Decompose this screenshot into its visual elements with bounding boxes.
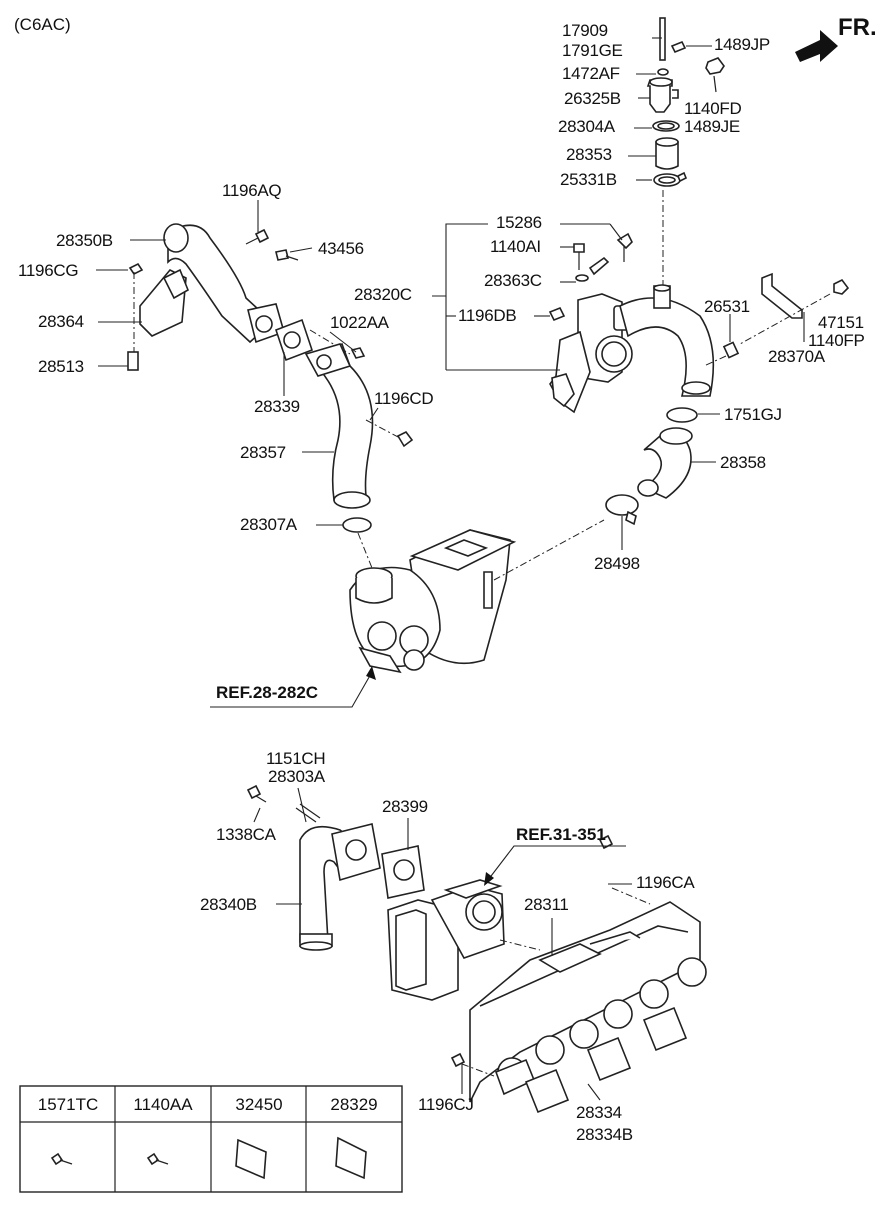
callout-28303A[interactable]: 28303A bbox=[268, 767, 325, 786]
leader-lines bbox=[96, 37, 805, 550]
table-header-1571TC[interactable]: 1571TC bbox=[37, 1095, 99, 1114]
callout-28320C[interactable]: 28320C bbox=[354, 285, 412, 304]
gasket-ring bbox=[666, 407, 698, 423]
sensor-stack-parts bbox=[646, 17, 725, 285]
callout-28363C[interactable]: 28363C bbox=[484, 271, 542, 290]
callout-28399[interactable]: 28399 bbox=[382, 797, 428, 816]
callout-1196DB[interactable]: 1196DB bbox=[458, 306, 517, 325]
turbocharger bbox=[349, 529, 517, 674]
lower-leader-lines bbox=[253, 787, 632, 1101]
front-arrow-icon bbox=[795, 30, 838, 62]
callout-1140AI[interactable]: 1140AI bbox=[490, 237, 541, 256]
callout-28353[interactable]: 28353 bbox=[566, 145, 612, 164]
callout-47151[interactable]: 47151 bbox=[818, 313, 864, 332]
callout-1489JP[interactable]: 1489JP bbox=[714, 35, 770, 54]
callout-1196CA[interactable]: 1196CA bbox=[636, 873, 695, 892]
callout-28370A[interactable]: 28370A bbox=[768, 347, 825, 366]
callout-28311[interactable]: 28311 bbox=[524, 895, 569, 914]
callout-26531[interactable]: 26531 bbox=[704, 297, 750, 316]
callout-28350B[interactable]: 28350B bbox=[56, 231, 113, 250]
callout-28339[interactable]: 28339 bbox=[254, 397, 300, 416]
callout-17909[interactable]: 17909 bbox=[562, 21, 608, 40]
callout-1196CG[interactable]: 1196CG bbox=[18, 261, 79, 280]
callout-1472AF[interactable]: 1472AF bbox=[562, 64, 620, 83]
gasket-square-icon bbox=[335, 1136, 367, 1180]
callout-28307A[interactable]: 28307A bbox=[240, 515, 297, 534]
egr-valve-assembly bbox=[548, 232, 850, 414]
callout-1196AQ[interactable]: 1196AQ bbox=[222, 181, 282, 200]
intake-manifold-assembly bbox=[246, 784, 707, 1114]
gasket-ring bbox=[342, 517, 372, 533]
callout-1489JE[interactable]: 1489JE bbox=[684, 117, 740, 136]
callout-1196CD[interactable]: 1196CD bbox=[374, 389, 434, 408]
variant-code: (C6AC) bbox=[14, 15, 71, 34]
table-header-1140AA[interactable]: 1140AA bbox=[133, 1095, 193, 1114]
ref-intake-link[interactable]: REF.31-351 bbox=[516, 825, 606, 844]
callout-28513[interactable]: 28513 bbox=[38, 357, 84, 376]
parts-table-grid bbox=[19, 1085, 403, 1193]
ref-turbo-link[interactable]: REF.28-282C bbox=[216, 683, 319, 702]
callout-1151CH[interactable]: 1151CH bbox=[266, 749, 326, 768]
pipe-28357 bbox=[304, 342, 414, 509]
callout-1022AA[interactable]: 1022AA bbox=[330, 313, 389, 332]
callout-15286[interactable]: 15286 bbox=[496, 213, 542, 232]
callout-28334[interactable]: 28334 bbox=[576, 1103, 622, 1122]
callout-25331B[interactable]: 25331B bbox=[560, 170, 617, 189]
front-indicator: FR. bbox=[838, 14, 877, 41]
upper-left-pipe-assembly bbox=[127, 223, 366, 371]
callout-43456[interactable]: 43456 bbox=[318, 239, 364, 258]
callout-1196CJ[interactable]: 1196CJ bbox=[418, 1095, 474, 1114]
table-header-32450[interactable]: 32450 bbox=[235, 1095, 283, 1114]
bolt-icon bbox=[146, 1152, 169, 1166]
callout-1791GE[interactable]: 1791GE bbox=[562, 41, 623, 60]
gasket-square-icon bbox=[235, 1138, 267, 1180]
callout-28340B[interactable]: 28340B bbox=[200, 895, 257, 914]
callout-1140FP[interactable]: 1140FP bbox=[808, 331, 865, 350]
callout-28364[interactable]: 28364 bbox=[38, 312, 84, 331]
callout-1338CA[interactable]: 1338CA bbox=[216, 825, 276, 844]
bolt-icon bbox=[50, 1152, 73, 1166]
callout-28358[interactable]: 28358 bbox=[720, 453, 766, 472]
callout-28357[interactable]: 28357 bbox=[240, 443, 286, 462]
callout-28304A[interactable]: 28304A bbox=[558, 117, 615, 136]
table-header-28329[interactable]: 28329 bbox=[330, 1095, 378, 1114]
callout-28498[interactable]: 28498 bbox=[594, 554, 640, 573]
callout-1140FD[interactable]: 1140FD bbox=[684, 99, 742, 118]
callout-28334B[interactable]: 28334B bbox=[576, 1125, 633, 1144]
callout-1751GJ[interactable]: 1751GJ bbox=[724, 405, 782, 424]
callout-26325B[interactable]: 26325B bbox=[564, 89, 621, 108]
hose-clamp bbox=[605, 494, 639, 516]
